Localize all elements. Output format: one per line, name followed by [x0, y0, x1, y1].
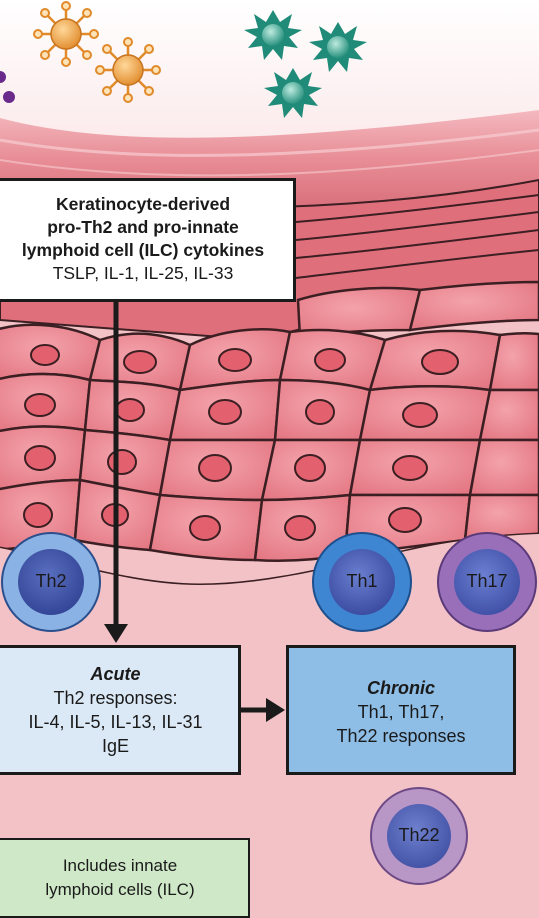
- acute-title: Acute: [90, 664, 141, 684]
- th17-cell: [437, 532, 537, 632]
- purple-granule: [0, 71, 6, 83]
- cell-nuclei: [23, 344, 459, 541]
- chronic-line-2: Th22 responses: [336, 726, 466, 746]
- th22-cell: [370, 787, 468, 885]
- acute-to-chronic-arrow-head: [266, 698, 285, 722]
- acute-line-3: IgE: [101, 736, 130, 756]
- purple-granule: [3, 91, 15, 103]
- keratinocyte-cytokine-list: TSLP, IL-1, IL-25, IL-33: [52, 263, 234, 283]
- teal-spiky-particle: [264, 68, 322, 118]
- innate-lymphoid-box: Includes innate lymphoid cells (ILC): [0, 838, 250, 918]
- acute-response-box: Acute Th2 responses: IL-4, IL-5, IL-13, …: [0, 645, 241, 775]
- keratinocyte-line-1: Keratinocyte-derived: [55, 194, 231, 214]
- th1-cell: [312, 532, 412, 632]
- th2-label: Th2: [35, 571, 67, 591]
- teal-spiky-particle: [309, 22, 367, 72]
- diagram-canvas: [0, 0, 539, 885]
- th2-cell: [1, 532, 101, 632]
- keratinocyte-line-2: pro-Th2 and pro-innate: [47, 217, 239, 237]
- th22-label: Th22: [398, 825, 440, 845]
- innate-line-2: lymphoid cells (ILC): [45, 880, 195, 899]
- acute-line-2: IL-4, IL-5, IL-13, IL-31: [28, 712, 203, 732]
- chronic-title: Chronic: [366, 678, 435, 698]
- acute-line-1: Th2 responses:: [53, 688, 178, 708]
- keratinocyte-cytokines-box: Keratinocyte-derived pro-Th2 and pro-inn…: [0, 178, 296, 302]
- chronic-response-box: Chronic Th1, Th17, Th22 responses: [286, 645, 516, 775]
- cytokine-arrow-head: [104, 624, 128, 643]
- keratinocyte-line-3: lymphoid cell (ILC) cytokines: [21, 240, 265, 260]
- teal-spiky-particle: [244, 10, 302, 60]
- chronic-line-1: Th1, Th17,: [357, 702, 445, 722]
- innate-line-1: Includes innate: [62, 856, 178, 875]
- th17-label: Th17: [466, 571, 508, 591]
- th1-label: Th1: [346, 571, 378, 591]
